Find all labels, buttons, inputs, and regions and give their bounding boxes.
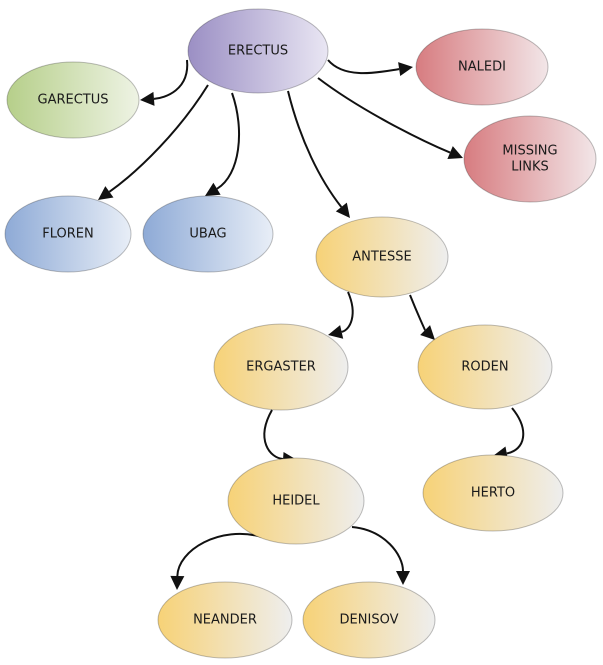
edge-line <box>176 532 263 577</box>
node-label: FLOREN <box>42 227 93 242</box>
edge-erectus-to-missing-links <box>317 77 463 160</box>
node-garectus: GARECTUS <box>6 61 140 139</box>
edge-erectus-to-ubag <box>205 92 241 196</box>
edge-line <box>351 526 404 572</box>
arrowhead-icon <box>420 325 435 340</box>
node-label: UBAG <box>189 227 226 242</box>
node-ellipse <box>187 8 329 94</box>
node-label: HERTO <box>471 486 515 501</box>
node-ellipse <box>6 61 140 139</box>
node-label: DENISOV <box>340 613 399 628</box>
edge-antesse-to-roden <box>409 294 435 340</box>
node-herto: HERTO <box>422 454 564 532</box>
edge-line <box>409 294 426 331</box>
edge-erectus-to-naledi <box>327 59 413 77</box>
edge-line <box>263 409 284 460</box>
node-antesse: ANTESSE <box>315 216 449 298</box>
edge-line <box>506 407 525 455</box>
edge-line <box>216 92 241 190</box>
edge-ergaster-to-heidel <box>263 409 297 466</box>
node-erectus: ERECTUS <box>187 8 329 94</box>
node-label: HEIDEL <box>272 494 320 509</box>
node-naledi: NALEDI <box>415 28 549 106</box>
node-ellipse <box>142 195 274 273</box>
arrowhead-icon <box>447 146 463 160</box>
node-ellipse <box>422 454 564 532</box>
edge-erectus-to-antesse <box>287 90 350 218</box>
node-heidel: HEIDEL <box>227 457 365 545</box>
node-ubag: UBAG <box>142 195 274 273</box>
node-label: RODEN <box>461 360 508 375</box>
edge-heidel-to-neander <box>170 532 263 590</box>
edge-line <box>153 59 189 100</box>
arrowhead-icon <box>398 62 413 77</box>
node-label: ANTESSE <box>352 250 412 265</box>
edge-line <box>108 84 209 193</box>
edge-line <box>327 59 400 75</box>
node-denisov: DENISOV <box>302 581 436 659</box>
edge-line <box>341 291 354 333</box>
node-label: ERGASTER <box>246 360 316 375</box>
edge-erectus-to-garectus <box>140 59 189 106</box>
node-label: NALEDI <box>458 60 506 75</box>
node-label: MISSING <box>502 144 557 159</box>
node-ellipse <box>302 581 436 659</box>
edge-erectus-to-floren <box>98 84 209 200</box>
node-ellipse <box>157 581 293 659</box>
arrowhead-icon <box>98 186 114 200</box>
node-ellipse <box>315 216 449 298</box>
edge-antesse-to-ergaster <box>328 291 354 339</box>
node-label: LINKS <box>511 160 549 175</box>
node-ellipse <box>415 28 549 106</box>
node-roden: RODEN <box>417 324 553 410</box>
arrowhead-icon <box>140 91 155 106</box>
node-label: ERECTUS <box>228 44 288 59</box>
node-label: GARECTUS <box>38 93 109 108</box>
arrowhead-icon <box>328 325 344 339</box>
node-label: NEANDER <box>193 613 257 628</box>
edge-line <box>317 77 451 154</box>
edge-heidel-to-denisov <box>351 526 410 585</box>
node-ellipse <box>227 457 365 545</box>
edge-roden-to-herto <box>493 407 525 461</box>
node-ellipse <box>4 195 132 273</box>
node-ellipse <box>463 115 597 203</box>
node-neander: NEANDER <box>157 581 293 659</box>
node-ellipse <box>417 324 553 410</box>
node-floren: FLOREN <box>4 195 132 273</box>
edges <box>98 59 525 590</box>
arrowhead-icon <box>170 575 185 590</box>
node-ellipse <box>213 323 349 411</box>
arrowhead-icon <box>335 202 350 218</box>
node-ergaster: ERGASTER <box>213 323 349 411</box>
edge-line <box>287 90 343 208</box>
arrowhead-icon <box>396 571 410 585</box>
arrowhead-icon <box>205 182 221 196</box>
